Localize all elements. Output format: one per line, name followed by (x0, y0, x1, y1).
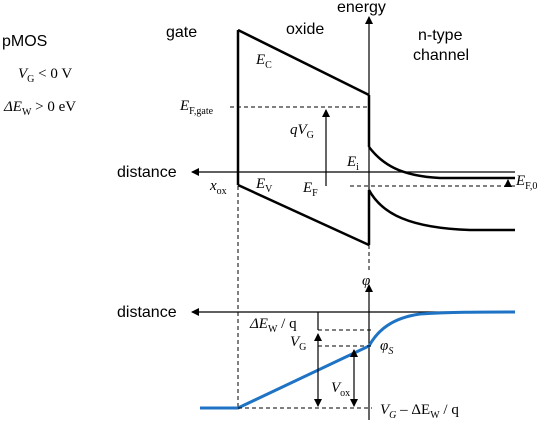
channel-heading-line2: channel (413, 47, 469, 64)
vg-lower-label: VG (290, 334, 306, 353)
channel-intrinsic-level-curve (368, 146, 515, 180)
bottom-level-label: VG – ΔEW / q (380, 402, 459, 421)
ei-label: Ei (346, 154, 359, 173)
delta-ew-over-q-label: ΔEW / q (249, 316, 297, 335)
energy-axis-label: energy (337, 0, 386, 16)
ef-gate-label: EF,gate (179, 98, 214, 117)
vox-label: Vox (331, 380, 350, 399)
channel-heading-line1: n-type (418, 27, 463, 44)
oxide-heading: oxide (286, 21, 324, 38)
vg-condition: VG < 0 V (18, 66, 72, 85)
channel-valence-band-curve (367, 189, 515, 232)
oxide-conduction-edge (237, 28, 370, 97)
ev-label: EV (255, 176, 273, 195)
delta-ew-condition: ΔEW > 0 eV (3, 99, 76, 118)
gate-heading: gate (166, 24, 197, 41)
phis-label: φS (380, 338, 393, 357)
xox-label: xox (209, 178, 227, 197)
distance-axis-upper-label: distance (117, 164, 177, 181)
device-type-label: pMOS (2, 33, 47, 50)
ef-channel-label: EF (302, 180, 318, 199)
potential-curve (200, 310, 516, 410)
ec-label: EC (255, 52, 272, 71)
phi-axis-label: φ (362, 273, 370, 289)
distance-axis-lower-label: distance (117, 304, 177, 321)
ef0-label: EF,0 (515, 173, 537, 192)
oxide-valence-edge (237, 183, 370, 247)
qvg-label: qVG (290, 122, 314, 141)
